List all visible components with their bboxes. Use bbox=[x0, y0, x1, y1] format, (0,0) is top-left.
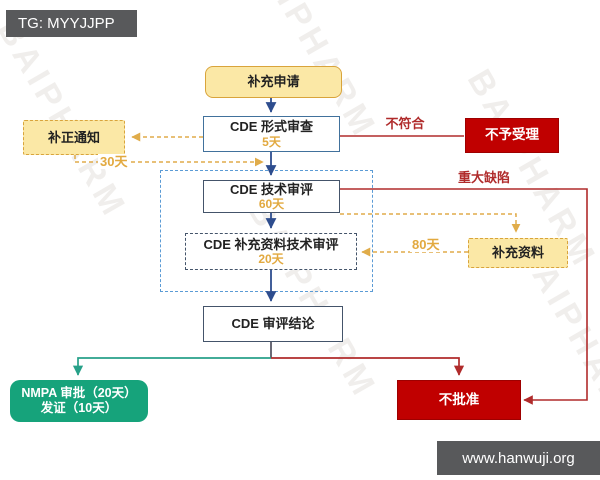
node-cde-technical-review: CDE 技术审评 60天 bbox=[203, 180, 340, 213]
node-not-accepted: 不予受理 bbox=[465, 118, 559, 153]
node-label: 不批准 bbox=[438, 391, 480, 407]
node-label: CDE 审评结论 bbox=[231, 316, 315, 332]
tag-text: TG: MYYJJPP bbox=[18, 15, 115, 32]
node-label: 补充资料 bbox=[491, 245, 544, 261]
node-duration: 5天 bbox=[262, 134, 281, 149]
node-not-approved: 不批准 bbox=[397, 380, 521, 420]
node-label: CDE 技术审评 bbox=[229, 181, 314, 197]
node-duration: 60天 bbox=[258, 197, 285, 212]
node-duration: 20天 bbox=[258, 252, 284, 267]
node-label: CDE 补充资料技术审评 bbox=[203, 236, 339, 252]
node-cde-supplement-review: CDE 补充资料技术审评 20天 bbox=[185, 233, 357, 270]
website-url: www.hanwuji.org bbox=[462, 449, 575, 467]
node-correction-notice: 补正通知 bbox=[23, 120, 125, 155]
edge-label-non-compliant: 不符合 bbox=[385, 116, 425, 131]
edge-label-30-days: 30天 bbox=[98, 154, 130, 169]
node-supplement-materials: 补充资料 bbox=[468, 238, 568, 268]
watermark-tag-banner: TG: MYYJJPP bbox=[6, 10, 137, 37]
node-cde-formal-review: CDE 形式审查 5天 bbox=[203, 116, 340, 152]
node-label: 不予受理 bbox=[485, 127, 539, 143]
node-label: CDE 形式审查 bbox=[229, 119, 314, 134]
edge-label-80-days: 80天 bbox=[410, 237, 442, 252]
node-label-line1: NMPA 审批（20天） bbox=[21, 386, 137, 400]
node-label: 补正通知 bbox=[47, 129, 100, 145]
node-label: 补充申请 bbox=[247, 74, 300, 90]
node-supplement-application: 补充申请 bbox=[205, 66, 342, 98]
edge-label-major-defect: 重大缺陷 bbox=[457, 170, 510, 185]
node-nmpa-approval: NMPA 审批（20天） 发证（10天） bbox=[10, 380, 148, 422]
node-label-line2: 发证（10天） bbox=[40, 401, 118, 415]
node-cde-conclusion: CDE 审评结论 bbox=[203, 306, 343, 342]
website-banner: www.hanwuji.org bbox=[437, 441, 600, 475]
